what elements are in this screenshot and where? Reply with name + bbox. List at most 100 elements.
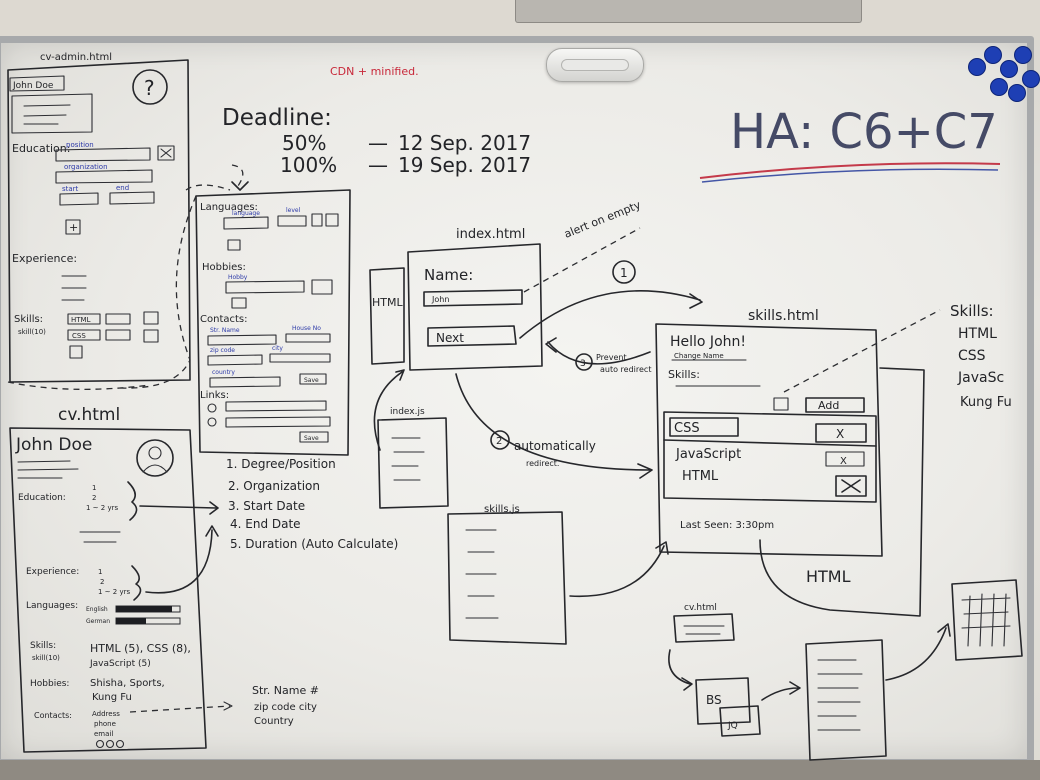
- deadline-dash-1: —: [368, 131, 388, 155]
- skills-backdrop: [759, 367, 925, 617]
- deadline-label: Deadline:: [222, 105, 332, 131]
- skills-list-item-2: CSS: [958, 348, 986, 364]
- admin-languages: Languages:: [200, 202, 258, 213]
- deadline-date-2: 19 Sep. 2017: [398, 153, 531, 177]
- index-next-button: [427, 325, 517, 347]
- title-underline-blue: [701, 168, 999, 183]
- step-1: 1: [620, 266, 628, 280]
- cv-contact-2: phone: [94, 720, 116, 728]
- admin-contacts: Contacts:: [200, 314, 248, 325]
- admin-str-name: Str. Name: [210, 327, 240, 334]
- build-jq: JQ: [727, 721, 738, 731]
- step-3-circle: [575, 353, 593, 371]
- build-bs: BS: [706, 693, 722, 707]
- skills-remove-box: [815, 423, 867, 443]
- build-result-grid: [961, 593, 1011, 647]
- deadline-pct-1: 50%: [282, 131, 326, 155]
- build-result-box: [951, 579, 1023, 661]
- step-1-circle: [612, 260, 636, 284]
- index-name-value: John: [431, 295, 449, 304]
- index-js-arrow: [373, 369, 405, 451]
- admin-language-row: [223, 213, 339, 230]
- magnet: [1000, 60, 1018, 78]
- cv-edu-lines: [79, 531, 121, 543]
- cv-address-arrow: [129, 705, 231, 713]
- cv-admin-skill-add: [69, 345, 83, 359]
- deadline-pct-2: 100%: [280, 153, 337, 177]
- cv-admin-skill-html: HTML: [71, 316, 91, 324]
- admin-panel-arrow: [185, 164, 244, 191]
- skills-remove-box: [825, 451, 865, 467]
- admin-hobby-row: [225, 279, 333, 295]
- cv-exp-num-1: 1: [98, 568, 102, 576]
- build-output-lines: [817, 659, 863, 731]
- title-underline: [699, 162, 1001, 179]
- alert-dashed-line: [523, 227, 641, 293]
- cv-admin-experience-lines: [61, 275, 87, 301]
- alert-note: alert on empty: [562, 198, 643, 241]
- magnet: [968, 58, 986, 76]
- cv-admin-file-label: cv-admin.html: [40, 52, 112, 63]
- cv-admin-frame: [7, 59, 191, 383]
- skills-greeting: Hello John!: [670, 334, 746, 350]
- cv-admin-end-label: end: [116, 184, 129, 192]
- build-arrow-1: [668, 649, 693, 691]
- cv-admin-add-box: [65, 219, 81, 235]
- skills-dashed-link: [783, 309, 941, 393]
- wall-bottom: [0, 760, 1040, 780]
- index-name-input: [423, 289, 523, 307]
- cv-hobbies-value-2: Kung Fu: [92, 692, 132, 703]
- admin-links: Links:: [200, 390, 229, 401]
- skills-row-divider: [663, 439, 877, 447]
- help-glyph: ?: [144, 76, 155, 100]
- admin-city-row: [207, 353, 331, 366]
- education-field-2: 2. Organization: [228, 479, 320, 493]
- cv-contacts: Contacts:: [34, 711, 72, 720]
- address-detail-1: Str. Name #: [252, 684, 319, 697]
- cv-exp-num-3: 1 ~ 2 yrs: [98, 588, 130, 596]
- close-icon: [835, 475, 867, 497]
- admin-house-no: House No: [292, 325, 321, 332]
- step-2-text-1: automatically: [514, 439, 596, 453]
- index-side-label: HTML: [372, 296, 403, 309]
- skills-remove-1: X: [836, 427, 844, 441]
- skills-file-label: skills.html: [748, 308, 819, 324]
- cv-admin-date-inputs: [59, 191, 155, 206]
- cv-lang-bar-2-fill: [116, 618, 146, 624]
- cv-admin-skills-sub: skill(10): [18, 328, 46, 336]
- admin-language-add: [227, 239, 241, 251]
- address-detail-3: Country: [254, 716, 294, 727]
- cv-admin-start-label: start: [62, 185, 79, 193]
- education-field-4: 4. End Date: [230, 517, 301, 531]
- cv-file-label: cv.html: [58, 405, 120, 425]
- cv-admin-organization-label: organization: [64, 163, 108, 171]
- cv-admin-position-label: position: [66, 141, 94, 149]
- admin-panel-frame: [195, 189, 351, 456]
- cv-admin-skill-row-2: [67, 329, 159, 343]
- index-side-frame: [369, 267, 405, 365]
- index-frame: [407, 243, 543, 371]
- cv-admin-experience: Experience:: [12, 252, 77, 265]
- board-title: HA: C6+C7: [730, 104, 998, 160]
- build-output-file: [805, 639, 887, 761]
- address-detail-2: zip code city: [254, 702, 317, 713]
- skills-js-arrow: [569, 541, 669, 598]
- admin-lang-sub-1: language: [232, 210, 260, 217]
- step-3-text-2: auto redirect: [600, 365, 651, 374]
- cv-exp-num-2: 2: [100, 578, 104, 586]
- admin-save: Save: [304, 435, 319, 442]
- cv-exp-brace: [131, 565, 142, 601]
- admin-hobby-sub: Hobby: [228, 274, 248, 281]
- admin-country-row: [209, 373, 327, 388]
- deadline-dash-2: —: [368, 153, 388, 177]
- skills-row-html: HTML: [682, 469, 719, 484]
- cv-contact-1: Address: [92, 710, 120, 718]
- step-2: 2: [496, 436, 502, 447]
- cv-lang-bar-1-fill: [116, 606, 172, 612]
- skills-change-name: Change Name: [674, 352, 724, 360]
- cv-edu-brace: [127, 481, 138, 521]
- cv-admin-remove-icon: [157, 145, 175, 161]
- admin-zip-code: zip code: [210, 347, 235, 354]
- build-file-lines: [683, 625, 725, 635]
